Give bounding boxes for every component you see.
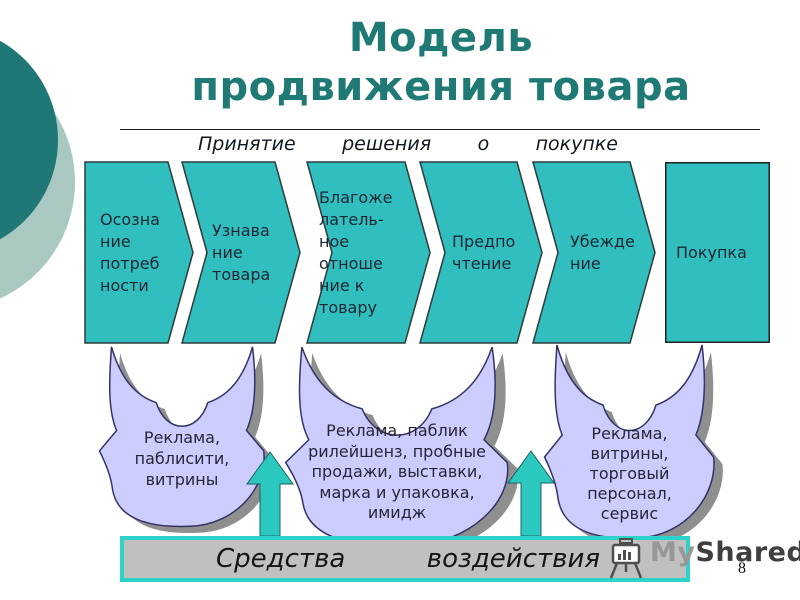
bar-word: Средства: [216, 544, 346, 574]
stage-purchase: Покупка: [665, 162, 770, 343]
chevron-shape: [419, 161, 543, 344]
tools-blob-2: [281, 344, 519, 553]
stage-preference: Предпо чтение: [419, 161, 543, 344]
stage-label: Благоже латель- ное отноше ние к товару: [319, 187, 393, 317]
title-divider: [120, 129, 760, 130]
stage-label: Убежде ние: [570, 231, 635, 273]
chevron-shape: [532, 161, 656, 344]
pouch-shape: [541, 342, 723, 546]
chevron-shape: [181, 161, 301, 344]
page-title: Модель продвижения товара: [121, 14, 761, 112]
myshared-watermark: MyShared: [608, 538, 800, 580]
pentagon-arrow-shape: [84, 161, 194, 344]
title-line-1: Модель: [348, 15, 534, 61]
pouch-shape: [96, 344, 273, 534]
rectangle-shape: [665, 162, 770, 343]
chevron-shape: [306, 161, 431, 344]
title-line-2: продвижения товара: [191, 64, 691, 110]
tools-blob-3-label: Реклама, витрины, торговый персонал, сер…: [587, 424, 672, 523]
stage-favorable-attitude: Благоже латель- ное отноше ние к товару: [306, 161, 431, 344]
stage-conviction: Убежде ние: [532, 161, 656, 344]
up-arrow-icon: [246, 451, 294, 537]
subtitle-word: Принятие: [198, 133, 296, 155]
tools-blob-2-label: Реклама, паблик рилейшенз, пробные прода…: [308, 421, 486, 522]
stage-label: Узнава ние товара: [212, 220, 271, 284]
stage-awareness-of-need: Осозна ние потреб ности: [84, 161, 194, 344]
tools-blob-1: [96, 344, 273, 534]
stage-label: Предпо чтение: [452, 231, 516, 273]
watermark-text: MyShared: [650, 537, 800, 568]
easel-chart-icon: [609, 538, 643, 579]
page-number: 8: [738, 560, 746, 577]
subtitle-word: покупке: [535, 133, 618, 155]
tools-blob-1-label: Реклама, паблисити, витрины: [134, 428, 230, 489]
subtitle-word: о: [477, 133, 490, 155]
stage-label: Покупка: [676, 242, 747, 262]
stage-label: Осозна ние потреб ности: [100, 209, 160, 295]
tools-blob-3: [541, 342, 723, 546]
pouch-shape: [281, 344, 519, 553]
subtitle-word: решения: [342, 133, 432, 155]
stage-product-recognition: Узнава ние товара: [181, 161, 301, 344]
decision-process-label: Принятие решения о покупке: [198, 133, 618, 155]
up-arrow-icon: [507, 450, 555, 537]
bar-word: воздействия: [426, 544, 600, 574]
means-of-influence-bar: Средства воздействия: [120, 536, 690, 582]
